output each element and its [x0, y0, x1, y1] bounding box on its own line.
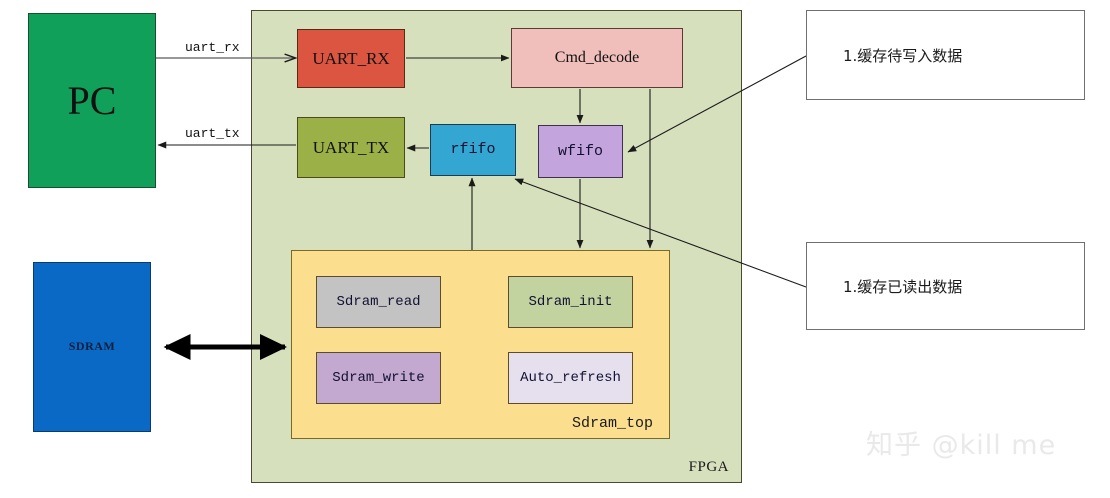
- node-uart-rx[interactable]: UART_RX: [297, 29, 405, 88]
- node-sdram-write-label: Sdram_write: [332, 369, 425, 386]
- node-cmd-decode[interactable]: Cmd_decode: [511, 28, 683, 88]
- node-wfifo[interactable]: wfifo: [538, 125, 623, 178]
- edge-label-uart-tx: uart_tx: [185, 126, 240, 141]
- node-cmd-decode-label: Cmd_decode: [554, 48, 640, 66]
- sdram-top-label: Sdram_top: [571, 414, 653, 432]
- callout-read-note-text: 1.缓存已读出数据: [843, 277, 963, 296]
- node-uart-tx-label: UART_TX: [312, 137, 390, 157]
- node-auto-refresh-label: Auto_refresh: [520, 369, 621, 386]
- node-uart-rx-label: UART_RX: [312, 48, 390, 68]
- node-uart-tx[interactable]: UART_TX: [297, 117, 405, 178]
- node-wfifo-label: wfifo: [557, 142, 603, 160]
- watermark: 知乎 @kill me: [866, 430, 1057, 461]
- node-auto-refresh[interactable]: Auto_refresh: [508, 352, 633, 404]
- node-sdram-init-label: Sdram_init: [528, 293, 613, 310]
- node-pc[interactable]: PC: [28, 13, 156, 188]
- node-sdram-write[interactable]: Sdram_write: [316, 352, 441, 404]
- edge-label-uart-rx: uart_rx: [185, 40, 240, 55]
- node-sdram-read-label: Sdram_read: [336, 293, 421, 310]
- fpga-label: FPGA: [688, 458, 729, 475]
- node-sdram-read[interactable]: Sdram_read: [316, 276, 441, 328]
- node-sdram[interactable]: SDRAM: [33, 262, 151, 432]
- node-rfifo-label: rfifo: [450, 141, 496, 159]
- callout-write-note[interactable]: 1.缓存待写入数据: [806, 10, 1085, 100]
- node-pc-label: PC: [67, 77, 117, 123]
- node-sdram-label: SDRAM: [68, 339, 116, 354]
- callout-write-note-text: 1.缓存待写入数据: [843, 46, 963, 65]
- node-rfifo[interactable]: rfifo: [430, 124, 516, 176]
- callout-read-note[interactable]: 1.缓存已读出数据: [806, 242, 1085, 330]
- node-sdram-init[interactable]: Sdram_init: [508, 276, 633, 328]
